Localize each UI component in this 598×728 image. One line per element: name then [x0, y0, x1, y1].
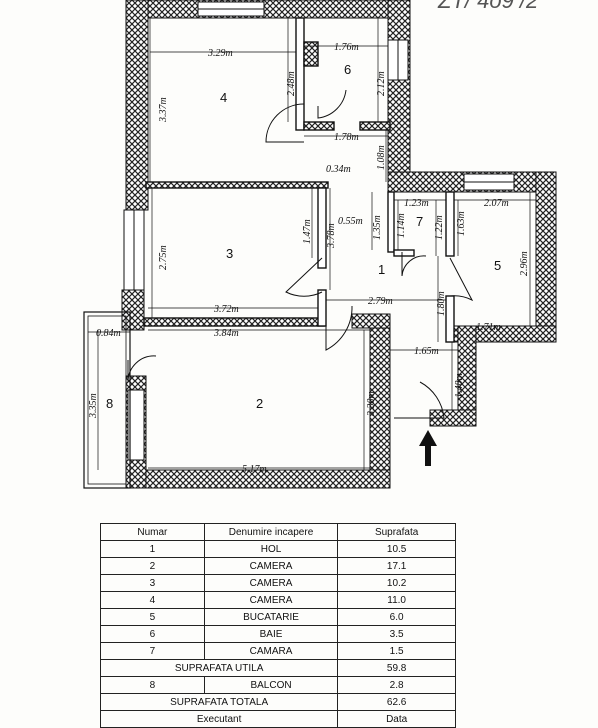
dim-296: 2.96m [519, 251, 530, 276]
dim-055: 0.55m [338, 216, 363, 227]
table-row: 7 CAMARA 1.5 [100, 642, 456, 660]
util-value: 59.8 [337, 659, 456, 677]
table-cell: CAMERA [203, 557, 339, 575]
table-cell: 1 [100, 540, 205, 558]
exterior-walls [121, 0, 557, 489]
table-row: 5 BUCATARIE 6.0 [100, 608, 456, 626]
room-labels: 4 6 3 1 7 5 2 8 [106, 62, 501, 411]
table-cell: 3.5 [337, 625, 456, 643]
room-label-6: 6 [344, 62, 351, 77]
table-cell: 5 [100, 608, 205, 626]
dim-165: 1.65m [414, 346, 439, 357]
dim-178: 1.78m [334, 132, 359, 143]
total-label: SUPRAFATA TOTALA [99, 693, 339, 711]
floor-plan: ZT/ 4o9 /2 [83, 0, 557, 489]
table-cell: BALCON [203, 676, 339, 694]
room-label-4: 4 [220, 90, 227, 105]
room-area-table: Numar Denumire incapere Suprafata 1 HOL … [99, 523, 456, 728]
room-label-3: 3 [226, 246, 233, 261]
table-cell: 2.8 [337, 676, 456, 694]
dim-275: 2.75m [158, 245, 169, 270]
interior-walls [83, 17, 455, 489]
util-label: SUPRAFATA UTILA [99, 659, 339, 677]
table-row: 4 CAMERA 11.0 [100, 591, 456, 609]
table-cell: CAMERA [203, 574, 339, 592]
dimension-labels: 3.29m 3.37m 2.48m 1.76m 2.12m 1.78m 1.08… [88, 42, 530, 475]
entrance-arrow-icon [419, 430, 437, 466]
table-header: Denumire incapere [203, 523, 339, 541]
table-cell: 6.0 [337, 608, 456, 626]
table-cell: BUCATARIE [203, 608, 339, 626]
table-cell: 4 [100, 591, 205, 609]
table-cell: CAMERA [203, 591, 339, 609]
table-row-balcon: 8 BALCON 2.8 [100, 676, 456, 694]
table-row-footer: Executant Data [99, 710, 456, 728]
handwritten-note: ZT/ 4o9 /2 [437, 0, 538, 13]
table-header: Suprafata [337, 523, 456, 541]
dim-122: 1.22m [434, 215, 445, 240]
dim-163: 1.63m [456, 211, 467, 236]
dim-378: 3.78m [326, 223, 337, 249]
dim-248: 2.48m [286, 71, 297, 96]
footer-data: Data [337, 710, 456, 728]
dim-337: 3.37m [158, 97, 169, 123]
table-cell: CAMARA [203, 642, 339, 660]
dim-207: 2.07m [484, 198, 509, 209]
dim-147: 1.47m [302, 219, 313, 244]
table-cell: 6 [100, 625, 205, 643]
dim-108: 1.08m [376, 145, 387, 170]
table-cell: 10.5 [337, 540, 456, 558]
table-cell: 1.5 [337, 642, 456, 660]
dim-330: 3.30m [366, 391, 377, 417]
table-row: 2 CAMERA 17.1 [100, 557, 456, 575]
room-label-7: 7 [416, 214, 423, 229]
room-label-1: 1 [378, 262, 385, 277]
dim-279: 2.79m [368, 296, 393, 307]
table-header: Numar [100, 523, 205, 541]
room-label-5: 5 [494, 258, 501, 273]
dim-329: 3.29m [207, 48, 233, 59]
dim-180: 1.80m [436, 291, 447, 316]
dim-084: 0.84m [96, 328, 121, 339]
dim-212: 2.12m [376, 71, 387, 96]
table-row-total: SUPRAFATA TOTALA 62.6 [99, 693, 456, 711]
dim-517: 5.17m [242, 464, 267, 475]
dim-176: 1.76m [334, 42, 359, 53]
table-row-util: SUPRAFATA UTILA 59.8 [99, 659, 456, 677]
table-cell: 10.2 [337, 574, 456, 592]
table-cell: 2 [100, 557, 205, 575]
dimension-lines [88, 18, 536, 470]
table-cell: 17.1 [337, 557, 456, 575]
dim-123: 1.23m [404, 198, 429, 209]
footer-executant: Executant [99, 710, 339, 728]
total-value: 62.6 [337, 693, 456, 711]
table-row: 3 CAMERA 10.2 [100, 574, 456, 592]
table-cell: 7 [100, 642, 205, 660]
dim-135: 1.35m [372, 215, 383, 240]
windows [123, 1, 515, 461]
dim-335: 3.35m [88, 393, 99, 419]
dim-384: 3.84m [213, 328, 239, 339]
table-header-row: Numar Denumire incapere Suprafata [100, 523, 456, 541]
room-label-8: 8 [106, 396, 113, 411]
dim-114: 1.14m [396, 213, 407, 238]
table-cell: 11.0 [337, 591, 456, 609]
room-label-2: 2 [256, 396, 263, 411]
table-cell: BAIE [203, 625, 339, 643]
table-cell: 8 [100, 676, 205, 694]
table-row: 1 HOL 10.5 [100, 540, 456, 558]
table-cell: 3 [100, 574, 205, 592]
dim-148: 1.48m [454, 373, 465, 398]
table-row: 6 BAIE 3.5 [100, 625, 456, 643]
doors [127, 89, 474, 419]
dim-171: 1.71m [476, 322, 501, 333]
dim-372: 3.72m [213, 304, 239, 315]
dim-034: 0.34m [326, 164, 351, 175]
table-cell: HOL [203, 540, 339, 558]
